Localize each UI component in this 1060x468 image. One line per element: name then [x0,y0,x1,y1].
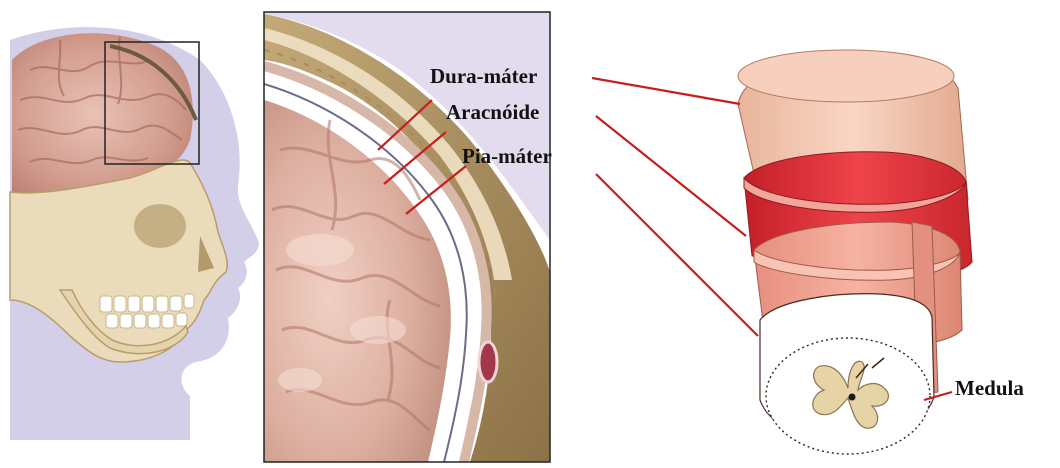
label-aracnoide: Aracnóide [446,102,539,123]
eye-socket [134,204,186,248]
label-medula: Medula [955,378,1024,399]
label-pia-mater: Pia-máter [462,146,552,167]
central-canal [849,394,856,401]
dura-leader-right [592,78,740,104]
aracnoide-leader-right [596,116,746,236]
vessel [479,342,497,382]
head-profile-illustration [10,27,259,440]
pia-leader-right [596,174,758,336]
spinal-cord-illustration [738,50,972,454]
label-dura-mater: Dura-máter [430,66,537,87]
